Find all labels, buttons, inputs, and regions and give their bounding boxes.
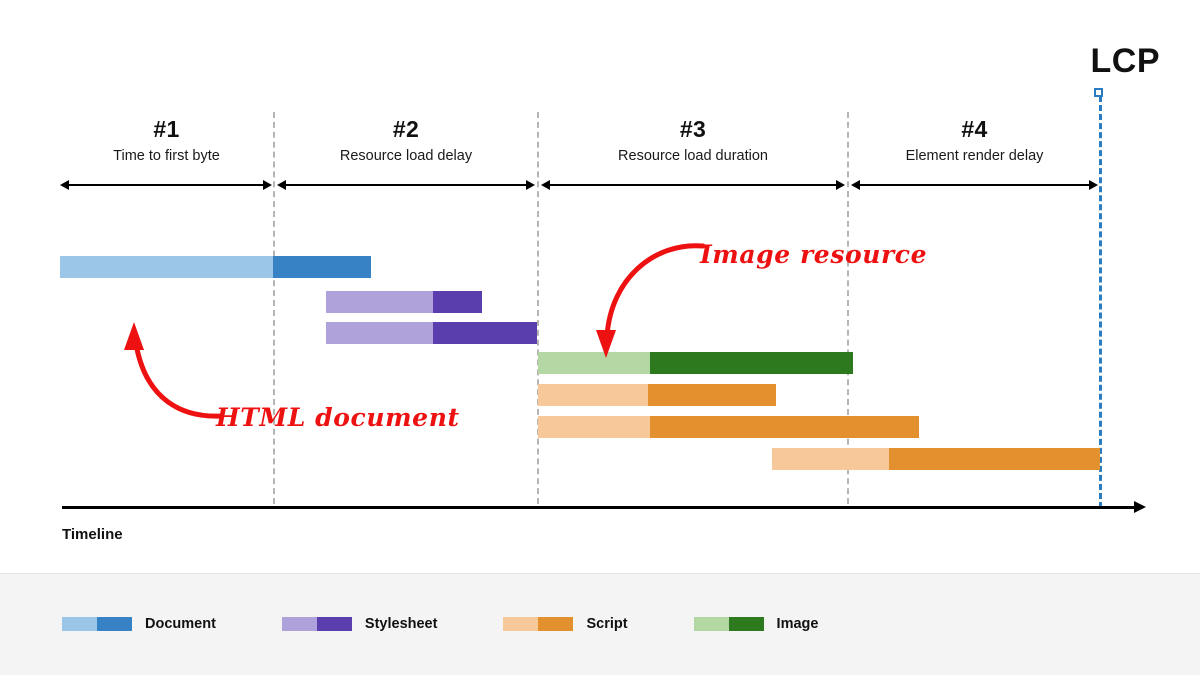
arrow-head-left-icon	[851, 180, 860, 190]
phase-4: #4 Element render delay	[851, 116, 1098, 164]
legend-item-stylesheet[interactable]: Stylesheet	[281, 616, 438, 632]
bar-segment-duration	[433, 322, 537, 344]
image-resource-annotation-arrow-icon	[596, 243, 706, 358]
bar-segment-duration	[650, 416, 919, 438]
phase-1: #1 Time to first byte	[60, 116, 273, 164]
lcp-vertical-line	[1099, 96, 1102, 508]
arrow-shaft	[858, 184, 1091, 186]
phase-3: #3 Resource load duration	[541, 116, 845, 164]
bar-segment-duration	[433, 291, 482, 313]
arrow-head-right-icon	[1089, 180, 1098, 190]
legend-label: Stylesheet	[364, 616, 438, 632]
bar-segment-duration	[889, 448, 1100, 470]
bar-segment-delay	[326, 291, 433, 313]
phase-divider-3	[847, 112, 849, 504]
arrow-shaft	[548, 184, 838, 186]
phase-2: #2 Resource load delay	[277, 116, 535, 164]
image-resource-annotation-text: Image resource	[700, 240, 928, 269]
bar-segment-duration	[273, 256, 371, 278]
legend-item-script[interactable]: Script	[503, 616, 628, 632]
lcp-marker-cap-icon	[1094, 88, 1103, 97]
phase-2-number: #2	[392, 116, 420, 142]
arrow-head-left-icon	[277, 180, 286, 190]
bar-segment-delay	[326, 322, 433, 344]
html-document-annotation-arrow-icon	[124, 322, 225, 419]
chart-plot-area: LCP #1 Time to first byte #2 Resource lo…	[60, 42, 1160, 543]
legend-label: Script	[586, 616, 628, 632]
phase-3-name: Resource load duration	[618, 148, 768, 165]
legend-swatch-icon	[693, 617, 764, 631]
legend-panel: Document Stylesheet Script Image	[0, 573, 1200, 675]
waterfall-bar	[538, 384, 776, 406]
bar-segment-duration	[648, 384, 776, 406]
legend-item-document[interactable]: Document	[62, 616, 216, 632]
phase-3-number: #3	[679, 116, 707, 142]
waterfall-bar	[60, 256, 371, 278]
legend-swatch-icon	[62, 617, 132, 631]
phase-1-number: #1	[153, 116, 180, 142]
arrow-head-left-icon	[541, 180, 550, 190]
bar-segment-delay	[772, 448, 889, 470]
legend-items: Document Stylesheet Script Image	[62, 616, 884, 632]
phase-3-measure-arrow	[541, 180, 845, 190]
bar-segment-delay	[538, 416, 650, 438]
legend-label: Document	[145, 616, 216, 632]
bar-segment-delay	[538, 384, 648, 406]
arrow-head-left-icon	[60, 180, 69, 190]
bar-segment-delay	[60, 256, 273, 278]
phase-1-name: Time to first byte	[113, 148, 220, 165]
phase-4-number: #4	[961, 116, 988, 142]
lcp-label: LCP	[1090, 42, 1160, 80]
bar-segment-duration	[650, 352, 853, 374]
phase-2-measure-arrow	[277, 180, 535, 190]
legend-swatch-icon	[503, 617, 574, 631]
arrow-shaft	[284, 184, 528, 186]
phase-4-name: Element render delay	[905, 148, 1044, 165]
phase-divider-1	[273, 112, 275, 504]
bar-segment-delay	[538, 352, 650, 374]
waterfall-bar	[538, 352, 853, 374]
html-document-annotation-text: HTML document	[216, 403, 460, 432]
phase-2-name: Resource load delay	[339, 148, 473, 165]
phase-4-measure-arrow	[851, 180, 1098, 190]
arrow-shaft	[67, 184, 265, 186]
legend-swatch-icon	[281, 617, 352, 631]
timeline-axis-label: Timeline	[62, 526, 123, 543]
phase-divider-2	[537, 112, 539, 504]
waterfall-bar	[538, 416, 919, 438]
arrow-head-right-icon	[263, 180, 272, 190]
timeline-axis-arrow-icon	[1134, 501, 1146, 513]
legend-item-image[interactable]: Image	[693, 616, 819, 632]
phase-1-measure-arrow	[60, 180, 272, 190]
arrow-head-right-icon	[526, 180, 535, 190]
waterfall-bar	[326, 291, 482, 313]
arrow-head-right-icon	[836, 180, 845, 190]
legend-label: Image	[776, 616, 819, 632]
timeline-axis	[62, 506, 1137, 509]
waterfall-bar	[326, 322, 537, 344]
waterfall-bar	[772, 448, 1100, 470]
